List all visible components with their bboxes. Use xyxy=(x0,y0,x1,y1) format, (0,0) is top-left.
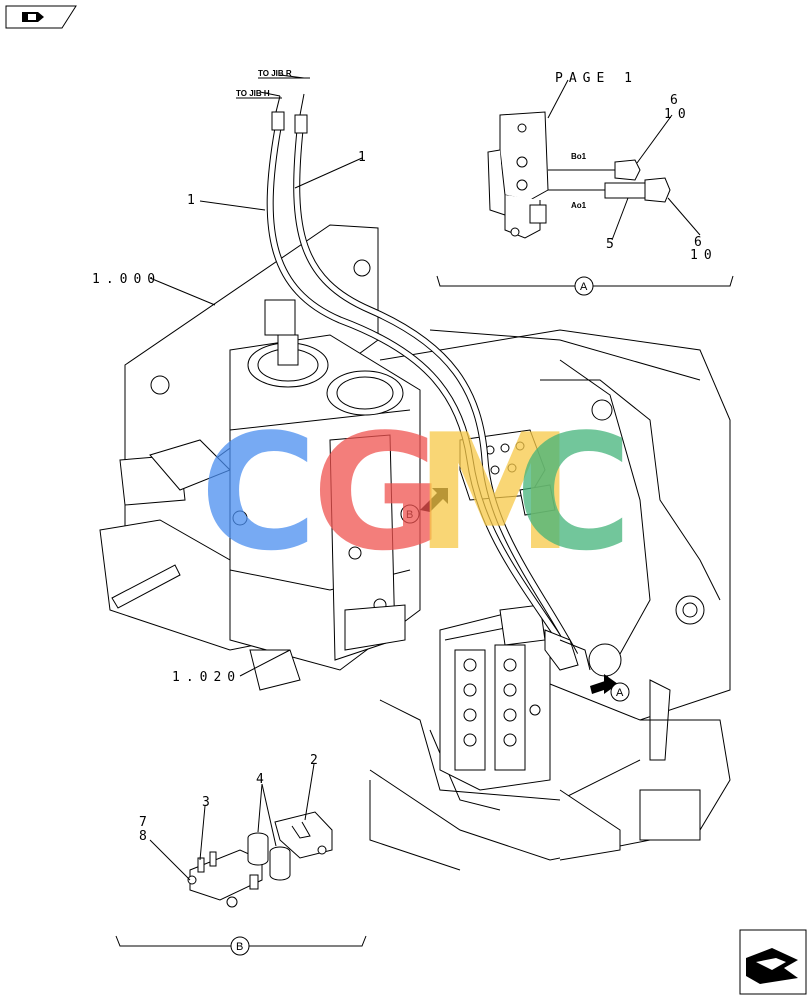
callout-3: 3 xyxy=(202,795,210,810)
next-button[interactable] xyxy=(739,929,807,995)
label-to-jib-h: TO JIB H xyxy=(236,89,270,98)
callout-numbers: 1 1 6 10 5 6 10 2 3 4 7 8 xyxy=(139,93,718,844)
callout-6-top: 6 xyxy=(670,93,678,108)
callout-1-right: 1 xyxy=(358,150,366,165)
diagram-labels: TO JIB R TO JIB H PAGE 1 Bo1 Ao1 1.000 1… xyxy=(92,69,638,685)
view-marker-b-main: B xyxy=(400,504,420,524)
label-ref-1020: 1.020 xyxy=(172,670,241,685)
view-marker-b-bottom: B xyxy=(230,936,250,956)
label-to-jib-r: TO JIB R xyxy=(258,69,292,78)
callout-6-bottom: 6 xyxy=(694,235,702,250)
detail-view-b xyxy=(115,763,367,947)
watermark-letter: C xyxy=(200,399,317,586)
svg-text:B: B xyxy=(236,941,243,953)
label-bo1: Bo1 xyxy=(571,152,587,161)
hydraulic-tank xyxy=(229,299,421,691)
label-ref-1000: 1.000 xyxy=(92,272,161,287)
hand-pointing-icon xyxy=(22,12,44,22)
view-marker-a-main: A xyxy=(610,682,630,702)
svg-text:A: A xyxy=(580,281,588,293)
callout-5: 5 xyxy=(606,237,614,252)
label-page-1: PAGE 1 xyxy=(555,71,638,86)
callout-7: 7 xyxy=(139,815,147,830)
watermark-letter: M xyxy=(415,399,574,586)
view-marker-a-top: A xyxy=(574,276,594,296)
hydraulic-hoses xyxy=(266,93,591,671)
watermark-letter: C xyxy=(515,399,632,586)
callout-10-bottom: 10 xyxy=(690,248,718,263)
svg-text:B: B xyxy=(406,509,413,521)
back-button[interactable] xyxy=(5,5,77,29)
view-a-arrow xyxy=(590,674,618,694)
view-b-arrow xyxy=(420,488,448,512)
callout-2: 2 xyxy=(310,753,318,768)
control-valve-block xyxy=(439,604,551,791)
svg-text:A: A xyxy=(616,687,624,699)
label-ao1: Ao1 xyxy=(571,201,587,210)
detail-view-a xyxy=(436,79,734,287)
hand-pointing-right-icon xyxy=(746,948,798,984)
callout-10-top: 10 xyxy=(664,107,692,122)
callout-8: 8 xyxy=(139,829,147,844)
callout-4: 4 xyxy=(256,772,264,787)
callout-1-left: 1 xyxy=(187,193,195,208)
watermark-letter: G xyxy=(312,399,443,586)
